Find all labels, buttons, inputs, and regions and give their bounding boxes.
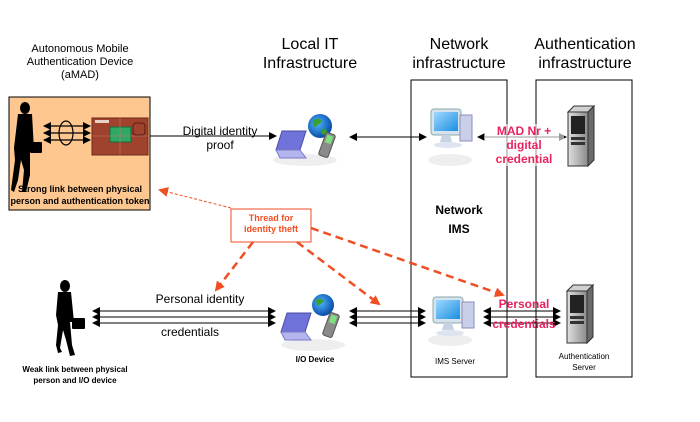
network-pc-icon-top xyxy=(428,108,473,166)
weak-link-caption: Weak link between physical person and I/… xyxy=(5,364,145,386)
authentication-box xyxy=(535,79,633,378)
network-ims-label: Network IMS xyxy=(411,201,507,239)
io-ims-arrows xyxy=(349,307,426,327)
amad-caption: Strong link between physical person and … xyxy=(9,183,151,207)
label-line: proof xyxy=(206,138,234,152)
label-line: identity theft xyxy=(244,224,298,234)
label-line: MAD Nr + xyxy=(496,124,552,138)
label-line: Thread for xyxy=(248,213,294,223)
network-header: Network infrastructure xyxy=(392,35,526,73)
threat-arrows xyxy=(214,226,505,306)
io-device-icon xyxy=(280,294,345,351)
credentials-label: credentials xyxy=(160,325,220,339)
amad-title-line: Authentication Device xyxy=(26,56,134,68)
header-line: infrastructure xyxy=(538,55,632,72)
header-line: Authentication xyxy=(534,36,636,53)
label-line: digital xyxy=(506,138,542,152)
label-line: Digital identity xyxy=(182,124,258,138)
auth-server-icon-bottom xyxy=(565,283,595,345)
personal-credentials-label: Personal credentials xyxy=(484,297,564,331)
authentication-header: Authentication infrastructure xyxy=(520,35,650,73)
threat-box xyxy=(230,208,312,243)
ims-server-label: IMS Server xyxy=(434,357,475,366)
threat-label: Thread for identity theft xyxy=(231,213,311,235)
ims-server-icon xyxy=(428,296,475,346)
label-line: Authentication xyxy=(558,352,610,361)
person-silhouette-bottom xyxy=(56,280,85,356)
header-line: Infrastructure xyxy=(262,55,358,72)
ims-auth-arrows xyxy=(483,307,561,327)
label-line: Network xyxy=(435,203,483,217)
header-line: Local IT xyxy=(281,36,339,53)
io-device-label: I/O Device xyxy=(295,355,335,364)
auth-server-icon-top xyxy=(566,104,596,168)
label-line: IMS xyxy=(448,222,470,236)
threat-to-amad-arrow xyxy=(158,187,232,209)
header-line: Network xyxy=(429,36,489,53)
personal-identity-label: Personal identity xyxy=(155,292,245,306)
digital-identity-label: Digital identity proof xyxy=(170,124,270,152)
amad-title-line: Autonomous Mobile xyxy=(31,43,129,55)
caption-line: person and I/O device xyxy=(33,376,117,385)
caption-line: Strong link between physical xyxy=(17,184,143,194)
personal-identity-arrows xyxy=(92,307,276,327)
authentication-server-label: Authentication Server xyxy=(540,351,628,373)
label-line: Personal xyxy=(498,297,550,311)
header-line: infrastructure xyxy=(412,55,506,72)
local-it-icon xyxy=(273,114,337,166)
label-line: credential xyxy=(495,152,553,166)
person-silhouette-amad xyxy=(11,102,42,192)
mad-credential-label: MAD Nr + digital credential xyxy=(484,124,564,166)
network-box xyxy=(410,79,508,378)
amad-device-icon xyxy=(91,117,149,156)
caption-line: Weak link between physical xyxy=(22,365,128,374)
amad-title: Autonomous Mobile Authentication Device … xyxy=(0,43,160,82)
amad-link-arrows xyxy=(43,120,91,146)
amad-title-line: (aMAD) xyxy=(61,69,99,81)
label-line: Server xyxy=(572,363,596,372)
caption-line: person and authentication token xyxy=(10,196,150,206)
local-it-header: Local IT Infrastructure xyxy=(230,35,390,73)
label-line: credentials xyxy=(492,317,556,331)
